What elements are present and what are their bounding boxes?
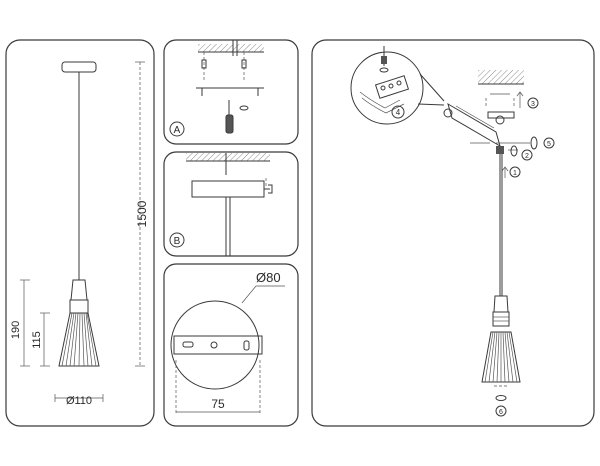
step-4-label: 4	[396, 108, 401, 117]
shade-width-label: Ø110	[66, 395, 92, 407]
detail-a-panel: A	[163, 39, 299, 145]
canopy-diameter-label: Ø80	[256, 270, 281, 285]
step-5-label: 5	[547, 141, 551, 148]
height-dimension-label: 1500	[135, 200, 149, 227]
mounting-bar	[173, 335, 263, 355]
lamp-shade	[58, 299, 100, 367]
detail-b-label: B	[174, 236, 181, 247]
installation-panel: 4 3 5 2 1	[311, 39, 595, 427]
screwdriver-icon	[225, 100, 234, 134]
step-3-label: 3	[531, 101, 535, 108]
step-6-label: 6	[499, 409, 503, 416]
bracket-plate	[487, 111, 515, 119]
step-2-label: 2	[525, 153, 529, 160]
detail-b-panel: B	[163, 151, 299, 257]
mounting-bracket	[196, 87, 264, 96]
detail-a-label: A	[174, 125, 181, 136]
step-1-label: 1	[513, 170, 517, 177]
shade-inner-height-label: 115	[31, 331, 43, 349]
terminal-block	[374, 75, 410, 99]
canopy-plate	[170, 300, 260, 390]
overview-panel: 1500 190 115 Ø110	[5, 39, 155, 427]
shade-height-label: 190	[10, 321, 22, 339]
canopy-detail-panel: Ø80 75	[163, 263, 299, 427]
install-lamp-shade	[481, 331, 521, 383]
magnifier-detail	[350, 51, 424, 125]
bar-width-label: 75	[211, 397, 225, 411]
